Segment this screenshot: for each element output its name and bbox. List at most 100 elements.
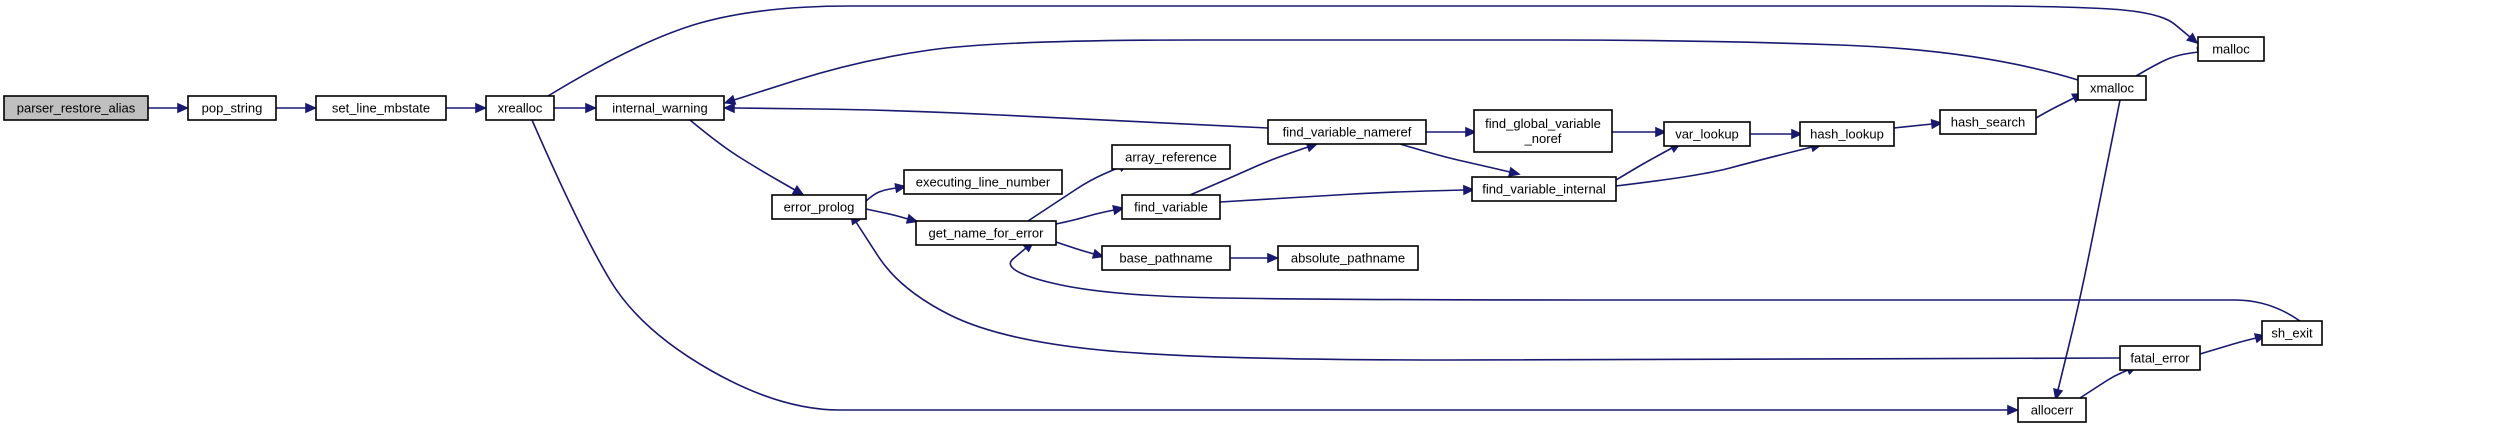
node-malloc[interactable]: malloc bbox=[2197, 36, 2265, 62]
edge-xrealloc-to-internal_warning bbox=[554, 102, 597, 114]
node-allocerr[interactable]: allocerr bbox=[2017, 397, 2087, 423]
edge-error_prolog-to-executing_line_number bbox=[865, 182, 907, 202]
node-box bbox=[595, 95, 725, 121]
edge-find_variable_internal-to-hash_lookup bbox=[1615, 142, 1823, 187]
arrow-head bbox=[177, 102, 189, 114]
node-set-line-mbstate[interactable]: set_line_mbstate bbox=[315, 95, 447, 121]
node-box bbox=[915, 220, 1057, 246]
node-box bbox=[1277, 245, 1419, 271]
node-box bbox=[2119, 345, 2201, 371]
node-box bbox=[1799, 121, 1895, 147]
node-find-variable-internal[interactable]: find_variable_internal bbox=[1471, 176, 1617, 202]
arrow-head bbox=[723, 102, 735, 114]
node-executing-line-number[interactable]: executing_line_number bbox=[903, 169, 1063, 195]
edge-line bbox=[2079, 369, 2129, 399]
edge-line bbox=[689, 119, 796, 191]
arrow-head bbox=[1655, 126, 1667, 138]
edge-line bbox=[1189, 146, 1309, 196]
arrow-head bbox=[905, 213, 919, 224]
edge-line bbox=[547, 5, 2191, 97]
node-label: base_pathname bbox=[1119, 251, 1212, 266]
nodes-layer: parser_restore_alias pop_string set_line_m… bbox=[3, 36, 2323, 423]
edge-find_variable-to-find_variable_internal bbox=[1219, 184, 1475, 203]
node-error-prolog[interactable]: error_prolog bbox=[771, 194, 867, 220]
node-box bbox=[2077, 75, 2147, 101]
edge-error_prolog-to-get_name_for_error bbox=[865, 208, 919, 224]
edge-pop_string-to-set_line_mbstate bbox=[276, 102, 317, 114]
edge-line bbox=[2057, 99, 2121, 391]
node-label: find_variable bbox=[1134, 200, 1208, 215]
arrow-head bbox=[475, 102, 487, 114]
node-pop-string[interactable]: pop_string bbox=[187, 95, 277, 121]
arrow-head bbox=[1791, 128, 1803, 140]
node-parser-restore-alias[interactable]: parser_restore_alias bbox=[3, 95, 149, 121]
node-box bbox=[2197, 36, 2265, 62]
edge-line bbox=[1009, 247, 2301, 322]
node-box bbox=[485, 95, 555, 121]
node-internal-warning[interactable]: internal_warning bbox=[595, 95, 725, 121]
edge-get_name_for_error-to-base_pathname bbox=[1055, 241, 1105, 259]
edge-line bbox=[1219, 189, 1465, 203]
node-label: hash_search bbox=[1951, 115, 2025, 130]
edge-hash_lookup-to-hash_search bbox=[1893, 118, 1943, 130]
node-xmalloc[interactable]: xmalloc bbox=[2077, 75, 2147, 101]
node-box bbox=[187, 95, 277, 121]
node-label: set_line_mbstate bbox=[332, 101, 430, 116]
edge-xrealloc-to-allocerr bbox=[531, 119, 2019, 416]
edge-line bbox=[2199, 337, 2257, 355]
edge-line bbox=[1027, 166, 1121, 222]
edge-find_variable_nameref-to-find_variable_internal bbox=[1399, 143, 1521, 177]
node-label: var_lookup bbox=[1675, 127, 1739, 142]
node-label: error_prolog bbox=[784, 200, 855, 215]
node-box bbox=[315, 95, 447, 121]
edge-line bbox=[1893, 123, 1933, 129]
node-label: executing_line_number bbox=[916, 175, 1051, 190]
edge-base_pathname-to-absolute_pathname bbox=[1230, 252, 1279, 264]
node-box bbox=[1939, 109, 2037, 135]
arrow-head bbox=[1091, 248, 1105, 259]
node-base-pathname[interactable]: base_pathname bbox=[1101, 245, 1231, 271]
edge-line bbox=[1399, 143, 1511, 173]
node-label: find_global_variable_noref bbox=[1485, 116, 1601, 146]
node-find-variable[interactable]: find_variable bbox=[1121, 194, 1221, 220]
edge-line bbox=[865, 187, 897, 202]
node-absolute-pathname[interactable]: absolute_pathname bbox=[1277, 245, 1419, 271]
node-label: malloc bbox=[2212, 42, 2250, 57]
node-find-variable-nameref[interactable]: find_variable_nameref bbox=[1267, 119, 1427, 145]
arrow-head bbox=[585, 102, 597, 114]
node-label: parser_restore_alias bbox=[17, 101, 136, 116]
arrow-head bbox=[791, 185, 805, 196]
node-label: array_reference bbox=[1125, 150, 1217, 165]
edge-line bbox=[865, 208, 909, 220]
node-box bbox=[2017, 397, 2087, 423]
arrow-head bbox=[1930, 118, 1943, 130]
node-label: pop_string bbox=[202, 101, 263, 116]
node-label: find_variable_internal bbox=[1482, 182, 1606, 197]
edge-fatal_error-to-sh_exit bbox=[2199, 333, 2267, 355]
node-fatal-error[interactable]: fatal_error bbox=[2119, 345, 2201, 371]
node-label: xrealloc bbox=[498, 101, 543, 116]
node-box bbox=[1267, 119, 1427, 145]
node-box bbox=[1663, 121, 1751, 147]
node-box bbox=[3, 95, 149, 121]
node-box bbox=[1111, 144, 1231, 170]
node-get-name-for-error[interactable]: get_name_for_error bbox=[915, 220, 1057, 246]
edge-line bbox=[1615, 147, 1673, 181]
arrow-head bbox=[1267, 252, 1279, 264]
node-box bbox=[1471, 176, 1617, 202]
node-hash-lookup[interactable]: hash_lookup bbox=[1799, 121, 1895, 147]
node-box bbox=[903, 169, 1063, 195]
node-label: xmalloc bbox=[2090, 81, 2135, 96]
node-hash-search[interactable]: hash_search bbox=[1939, 109, 2037, 135]
edge-find_global_variable_noref-to-var_lookup bbox=[1612, 126, 1667, 138]
node-box bbox=[771, 194, 867, 220]
node-find-global-variable-noref[interactable]: find_global_variable_noref bbox=[1473, 109, 1613, 153]
node-array-reference[interactable]: array_reference bbox=[1111, 144, 1231, 170]
node-var-lookup[interactable]: var_lookup bbox=[1663, 121, 1751, 147]
arrow-head bbox=[2053, 387, 2064, 401]
arrow-head bbox=[894, 182, 907, 194]
edge-line bbox=[1615, 146, 1813, 187]
node-sh-exit[interactable]: sh_exit bbox=[2261, 320, 2323, 346]
node-xrealloc[interactable]: xrealloc bbox=[485, 95, 555, 121]
